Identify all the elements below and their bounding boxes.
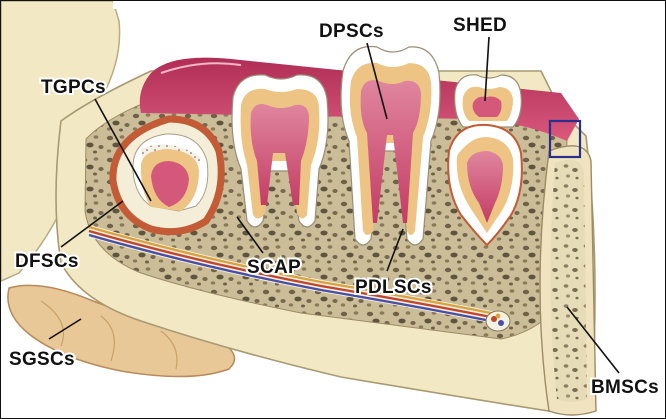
label-pdlscs: PDLSCs <box>355 277 432 298</box>
label-dfscs: DFSCs <box>15 251 79 272</box>
label-shed: SHED <box>453 15 507 36</box>
label-tgpcs: TGPCs <box>41 77 106 98</box>
canal-cross-section <box>486 311 510 331</box>
developing-tooth-germ <box>113 119 221 232</box>
label-scap: SCAP <box>247 257 301 278</box>
label-dpscs: DPSCs <box>319 21 384 42</box>
bone-cross-section <box>540 146 596 415</box>
label-bmscs: BMSCs <box>591 377 659 398</box>
label-sgscs: SGSCs <box>9 349 75 370</box>
